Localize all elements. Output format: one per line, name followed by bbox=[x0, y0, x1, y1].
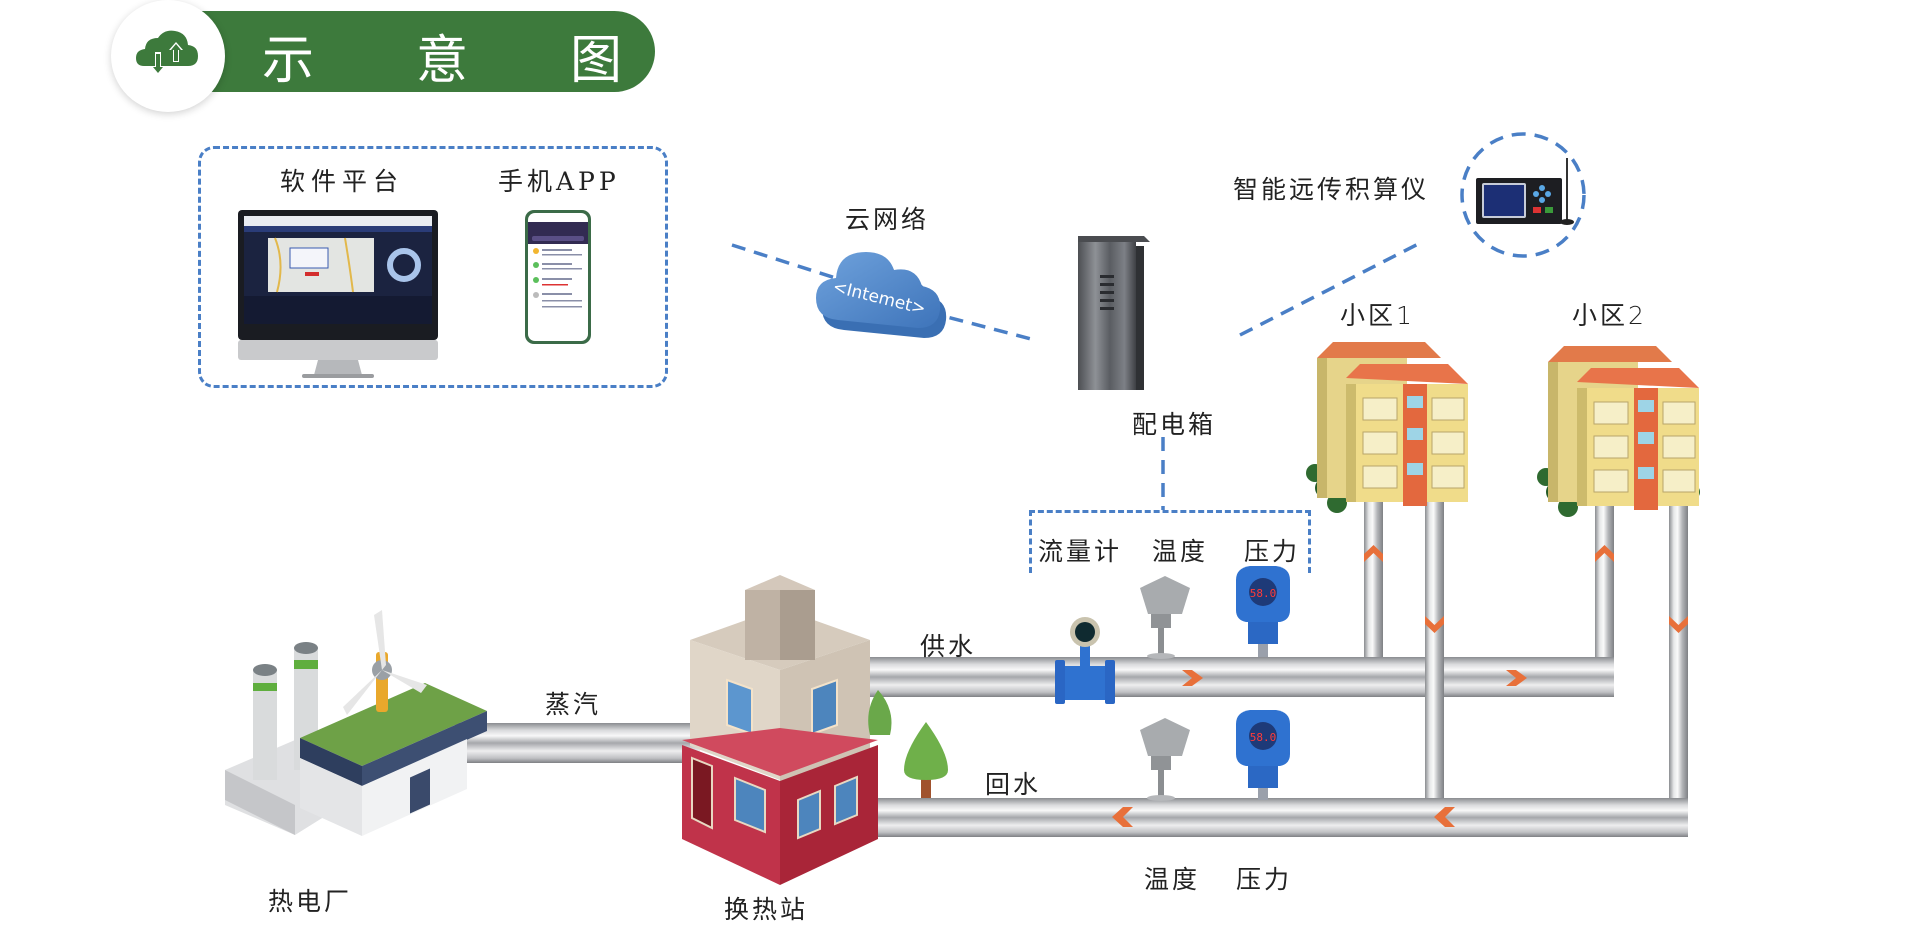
pressure-transmitter-image: 58.0 bbox=[1236, 566, 1290, 657]
return-temperature-label: 温度 bbox=[1144, 865, 1201, 894]
distribution-cabinet-image bbox=[1078, 236, 1150, 390]
arrow-right-icon bbox=[1182, 670, 1203, 686]
arrow-left-icon bbox=[1112, 807, 1133, 827]
residential-building-2 bbox=[1537, 346, 1700, 517]
power-plant-label: 热电厂 bbox=[268, 887, 353, 916]
arrow-up-icon bbox=[1595, 545, 1614, 562]
integrator-highlight-circle bbox=[1460, 132, 1586, 258]
residential-building-1 bbox=[1306, 342, 1468, 513]
supply-water-label: 供水 bbox=[920, 632, 977, 661]
internet-cloud-icon: <Intemet> bbox=[816, 252, 947, 338]
return-water-label: 回水 bbox=[985, 770, 1042, 799]
temperature-sensor-image bbox=[1140, 576, 1190, 659]
steam-pipe bbox=[455, 723, 700, 763]
power-plant-image bbox=[225, 610, 487, 836]
cloud-network-label: 云网络 bbox=[845, 205, 930, 234]
mobile-phone-image bbox=[525, 210, 591, 344]
sensor-group-box bbox=[1029, 510, 1311, 573]
network-link-lines bbox=[731, 240, 1423, 510]
title-char: 示 bbox=[262, 31, 315, 91]
integrator-label: 智能远传积算仪 bbox=[1233, 175, 1430, 204]
pressure-label: 压力 bbox=[1244, 537, 1301, 566]
desktop-monitor-image bbox=[238, 210, 438, 378]
pressure-display-value: 58.0 bbox=[1250, 587, 1277, 600]
bldg1-return-riser bbox=[1425, 495, 1444, 805]
link-cabinet-integrator bbox=[1239, 240, 1423, 337]
temperature-label: 温度 bbox=[1152, 537, 1209, 566]
supply-pipe bbox=[845, 657, 1614, 697]
arrow-down-icon bbox=[1669, 616, 1688, 633]
flow-arrows bbox=[1112, 545, 1688, 827]
bldg2-return-riser bbox=[1669, 495, 1688, 805]
arrow-left-icon bbox=[1434, 807, 1455, 827]
return-pressure-transmitter-image: 58.0 bbox=[1236, 710, 1290, 800]
software-platform-label: 软件平台 bbox=[280, 167, 405, 196]
cloud-sync-icon bbox=[136, 30, 198, 74]
arrow-down-icon bbox=[1425, 616, 1444, 633]
tree-icon bbox=[904, 722, 948, 798]
community-1-label: 小区1 bbox=[1340, 301, 1415, 330]
community-2-label: 小区2 bbox=[1572, 301, 1647, 330]
return-pipe bbox=[845, 798, 1688, 837]
link-software-cloud bbox=[731, 243, 849, 284]
return-pressure-display-value: 58.0 bbox=[1250, 731, 1277, 744]
integrator-device-image bbox=[1476, 158, 1574, 225]
arrow-right-icon bbox=[1506, 670, 1527, 686]
flow-meter-image bbox=[1055, 617, 1115, 704]
mobile-app-label: 手机APP bbox=[498, 167, 620, 196]
return-temperature-sensor-image bbox=[1140, 718, 1190, 801]
bldg1-supply-riser bbox=[1364, 495, 1383, 665]
title-char: 图 bbox=[569, 31, 622, 91]
steam-label: 蒸汽 bbox=[545, 690, 602, 719]
return-pressure-label: 压力 bbox=[1236, 865, 1293, 894]
header-icon-badge bbox=[111, 0, 225, 112]
header-banner bbox=[197, 11, 655, 92]
heat-station-label: 换热站 bbox=[724, 895, 809, 924]
title-char: 意 bbox=[415, 31, 468, 91]
distribution-box-label: 配电箱 bbox=[1132, 410, 1217, 439]
tree-icon bbox=[868, 690, 892, 735]
arrow-up-icon bbox=[1364, 545, 1383, 562]
flow-meter-label: 流量计 bbox=[1038, 537, 1123, 566]
pipe-network bbox=[455, 495, 1688, 837]
bldg2-supply-riser bbox=[1595, 495, 1614, 665]
page-title: 示 意 图 bbox=[262, 18, 622, 93]
software-group-box bbox=[198, 146, 668, 388]
heat-exchange-station-image bbox=[682, 575, 878, 885]
